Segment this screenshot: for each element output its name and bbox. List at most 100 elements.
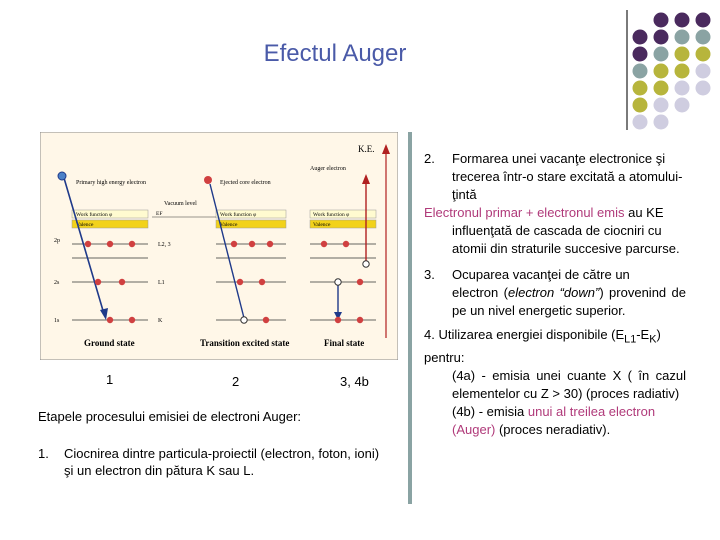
valence-band [309, 219, 377, 229]
valence-band [215, 219, 287, 229]
decorative-dot [674, 12, 690, 28]
page-title: Efectul Auger [263, 40, 407, 67]
primary-electron-path [63, 177, 105, 315]
step-4b-a: (4b) - emisia [452, 403, 528, 419]
transition-state-label: Transition excited state [200, 338, 289, 348]
primary-emitted-electron-label: Electronul primar + electronul emis [424, 205, 625, 220]
step-2b: Electronul primar + electronul emis au K… [424, 204, 686, 258]
step-4a: (4a) - emisia unei cuante X ( în cazul e… [452, 367, 686, 401]
subfigure-label-1: 1 [106, 372, 114, 387]
electron [356, 278, 364, 286]
step-4-sub-k: K [649, 333, 657, 346]
electron [106, 316, 114, 324]
subfigure-label-2: 2 [232, 374, 240, 389]
electron [236, 278, 244, 286]
decorative-dot-grid [632, 12, 711, 130]
steps-heading: Etapele procesului emisiei de electroni … [38, 409, 302, 424]
step-3-lead: Ocuparea vacanţei de către un [452, 267, 630, 282]
step-2b-rest: influenţată de cascada de ciocniri cu at… [452, 223, 680, 256]
list-item-text: Ciocnirea dintre particula-proiectil (el… [64, 446, 380, 478]
electron [248, 240, 256, 248]
decorative-dot [632, 29, 648, 45]
ke-axis-arrow [382, 144, 390, 154]
vacuum-level-label: Vacuum level [164, 201, 197, 207]
decorative-dot [632, 80, 648, 96]
decorative-vertical-line [626, 10, 628, 130]
left-text-block: Etapele procesului emisiei de electroni … [38, 408, 383, 479]
decorative-dot [653, 46, 669, 62]
decorative-dot [632, 114, 648, 130]
electron [118, 278, 126, 286]
electron [262, 316, 270, 324]
step-2: 2.Formarea unei vacanţe electronice şi t… [424, 150, 686, 204]
decorative-dot [674, 63, 690, 79]
l1-hole [334, 278, 342, 286]
auger-diagram: K.E. Auger electron Primary high energy … [40, 132, 398, 360]
auger-electron-label: Auger electron [310, 166, 346, 172]
step-3: 3.Ocuparea vacanţei de către un electron… [424, 266, 686, 320]
electron [356, 316, 364, 324]
decorative-dot [653, 12, 669, 28]
valence-label: Valence [313, 222, 331, 228]
electron-down-term: electron “down” [507, 285, 600, 300]
work-function-label: Work function φ [313, 211, 349, 218]
electron [334, 316, 342, 324]
primary-electron [57, 171, 67, 181]
step-3-rest-b: ) provenind de pe un nivel energetic sup… [452, 285, 686, 318]
step-4-mid: -E [636, 327, 650, 342]
step-2-number: 2. [424, 151, 435, 166]
auger-emission-arrowhead [362, 174, 370, 184]
decorative-dot [632, 97, 648, 113]
list-item: 1. Ciocnirea dintre particula-proiectil … [38, 445, 383, 479]
decorative-dot [653, 114, 669, 130]
side-label-2s: 2s [54, 280, 60, 286]
right-text-block: 2.Formarea unei vacanţe electronice şi t… [424, 150, 686, 439]
core-hole [240, 316, 248, 324]
decorative-dot [653, 29, 669, 45]
electron [266, 240, 274, 248]
decorative-dot [674, 46, 690, 62]
side-label-1s: 1s [54, 318, 60, 324]
l23-label: L2, 3 [158, 242, 171, 248]
electron [320, 240, 328, 248]
fermi-label: EF [156, 211, 162, 217]
electron [342, 240, 350, 248]
auger-hole [362, 260, 370, 268]
decorative-dot [653, 80, 669, 96]
decorative-dot [695, 63, 711, 79]
step-4-sub-l1: L1 [624, 333, 637, 346]
step-2-rest: trecerea într-o stare excitată a atomulu… [452, 169, 683, 202]
column-divider [408, 132, 412, 504]
electron-down-arrowhead [334, 312, 342, 320]
decorative-dot [674, 97, 690, 113]
electron [128, 240, 136, 248]
electron [84, 240, 92, 248]
electron [128, 316, 136, 324]
primary-electron-arrowhead [100, 308, 108, 320]
work-function-label: Work function φ [76, 211, 112, 218]
subfigure-label-3-4b: 3, 4b [340, 374, 369, 389]
third-electron-auger: unui al treilea electron (Auger) [452, 403, 656, 437]
decorative-dot [674, 29, 690, 45]
ke-axis-label: K.E. [358, 144, 375, 154]
electron [230, 240, 238, 248]
ejected-electron-label: Ejected core electron [220, 180, 271, 186]
decorative-dot [695, 80, 711, 96]
work-function-label: Work function φ [220, 211, 256, 218]
final-state-label: Final state [324, 338, 364, 348]
step-4b-b: (proces neradiativ). [495, 421, 611, 437]
electron [258, 278, 266, 286]
step-2b-ke: au KE [624, 205, 664, 220]
valence-label: Valence [76, 222, 94, 228]
step-4-end: ) pentru: [424, 327, 661, 365]
decorative-dot [632, 46, 648, 62]
side-label-2p: 2p [54, 238, 60, 244]
decorative-dot [695, 46, 711, 62]
ground-state-label: Ground state [84, 338, 135, 348]
panel-final: Work function φ Valence Final state [309, 174, 377, 348]
decorative-dot [653, 97, 669, 113]
electron [106, 240, 114, 248]
valence-label: Valence [220, 222, 238, 228]
step-4-lead: 4. Utilizarea energiei disponibile (E [424, 327, 625, 342]
valence-band [71, 219, 149, 229]
